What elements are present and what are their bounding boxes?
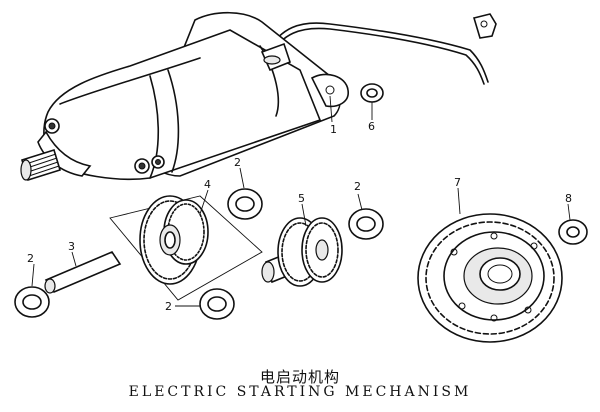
callout-8: 8	[565, 192, 572, 205]
gear-shaft-part-3	[44, 251, 122, 294]
callout-2d: 2	[354, 180, 361, 193]
callout-2b: 2	[27, 252, 34, 265]
starter-clutch-part-7	[417, 213, 563, 343]
caption-chinese: 电启动机构	[259, 368, 340, 386]
idle-gear-part-5	[261, 217, 343, 287]
callout-1: 1	[330, 123, 337, 136]
starter-motor	[20, 11, 497, 182]
callout-3: 3	[68, 240, 75, 253]
callout-6: 6	[368, 120, 375, 133]
cable-terminal	[472, 13, 497, 39]
leader-lines	[31, 95, 571, 307]
callout-2c: 2	[165, 300, 172, 313]
callout-2a: 2	[234, 156, 241, 169]
callout-5: 5	[298, 192, 305, 205]
callout-7: 7	[454, 176, 461, 189]
reduction-gear-part-4	[139, 195, 209, 285]
washers-part-2	[14, 188, 384, 320]
washer-part-8	[558, 219, 588, 245]
callout-labels: 1 2 2 2 2 3 4 5 6 7 8	[27, 120, 572, 313]
caption-english: ELECTRIC STARTING MECHANISM	[128, 384, 472, 400]
callout-4: 4	[204, 178, 211, 191]
washer-part-6	[360, 83, 384, 103]
